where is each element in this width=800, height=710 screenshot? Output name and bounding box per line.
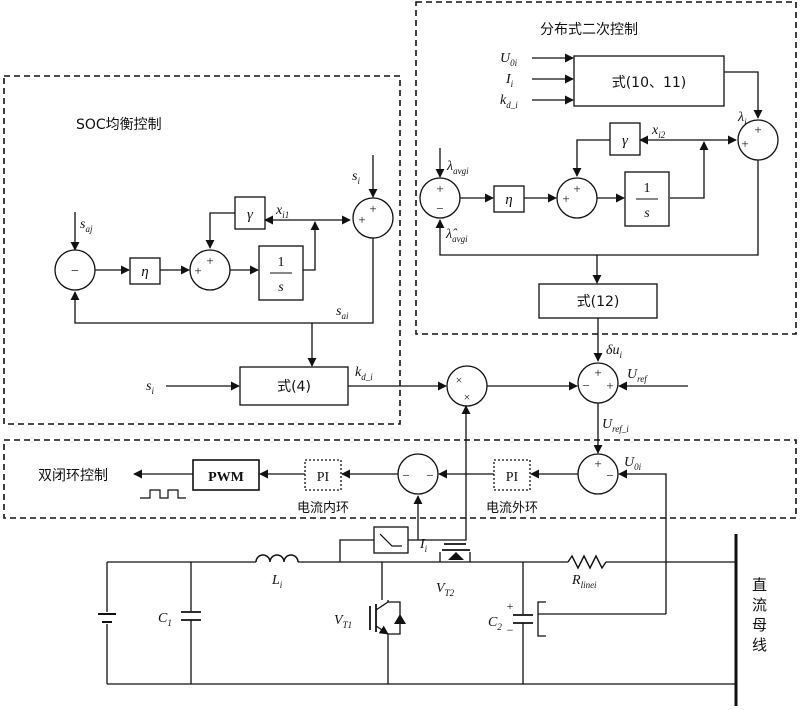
label-kdi: kd_i bbox=[500, 93, 518, 110]
dc-bus-label: 直 流 母 线 bbox=[752, 576, 767, 654]
label-Ii: Ii bbox=[505, 72, 514, 89]
transistor-vt2-icon bbox=[439, 543, 471, 563]
label-current-outer: 电流外环 bbox=[486, 501, 538, 516]
svg-text:−: − bbox=[507, 623, 514, 637]
block-eta-dist bbox=[493, 185, 525, 213]
distributed-control-title: 分布式二次控制 bbox=[540, 22, 638, 38]
svg-text:γ: γ bbox=[622, 133, 629, 149]
svg-text:+: + bbox=[573, 181, 580, 196]
pwm-waveform-icon bbox=[140, 489, 186, 499]
label-kdi-out: kd_i bbox=[355, 365, 373, 382]
label-I-i-sense: Ii bbox=[419, 537, 428, 554]
block-eta-soc bbox=[129, 257, 161, 285]
soc-balance-region bbox=[3, 75, 401, 425]
svg-text:+: + bbox=[507, 599, 514, 613]
distributed-control-region bbox=[415, 1, 797, 335]
svg-text:η: η bbox=[141, 264, 148, 280]
label-U-ref-i: Uref_i bbox=[602, 417, 629, 434]
svg-text:+: + bbox=[754, 122, 761, 137]
svg-text:+: + bbox=[358, 212, 365, 227]
label-xi1: xi1 bbox=[275, 203, 289, 220]
label-V-T1: VT1 bbox=[334, 613, 352, 630]
pi-inner-block bbox=[304, 459, 342, 491]
svg-text:线: 线 bbox=[752, 636, 767, 654]
dual-loop-title: 双闭环控制 bbox=[38, 468, 108, 484]
label-lambda-i: λi bbox=[737, 110, 747, 127]
svg-text:−: − bbox=[71, 264, 79, 279]
distributed-secondary-control: U0i Ii kd_i 式(10、11) λi + + γ xi2 + − λa… bbox=[419, 51, 779, 362]
block-eq4 bbox=[239, 366, 349, 406]
svg-text:+: + bbox=[594, 456, 601, 471]
label-lambda-hat-avgi: λ̂avgi bbox=[445, 227, 468, 244]
soc-balance-title: SOC均衡控制 bbox=[76, 117, 162, 133]
svg-text:−: − bbox=[402, 468, 409, 483]
svg-text:+: + bbox=[436, 181, 443, 196]
svg-text:+: + bbox=[206, 253, 213, 268]
label-lambda-avgi: λavgi bbox=[446, 159, 469, 176]
soc-balance-control: saj − η + + 1 s γ xi1 si + + sai bbox=[54, 155, 447, 406]
label-U0i-out: U0i bbox=[624, 455, 642, 472]
svg-text:流: 流 bbox=[752, 596, 767, 614]
svg-text:+: + bbox=[194, 263, 201, 278]
svg-text:PI: PI bbox=[506, 470, 519, 485]
svg-text:−: − bbox=[582, 378, 589, 393]
svg-text:PI: PI bbox=[317, 470, 330, 485]
svg-text:−: − bbox=[426, 468, 433, 483]
svg-text:+: + bbox=[369, 201, 376, 216]
svg-text:s: s bbox=[644, 206, 650, 221]
inductor-icon bbox=[255, 554, 299, 563]
label-V-T2: VT2 bbox=[436, 581, 455, 598]
label-U0i: U0i bbox=[500, 51, 518, 68]
block-eq12-label: 式(12) bbox=[577, 294, 620, 310]
svg-text:×: × bbox=[464, 390, 471, 404]
svg-text:γ: γ bbox=[247, 207, 254, 223]
svg-text:PWM: PWM bbox=[208, 470, 244, 485]
svg-text:+: + bbox=[594, 365, 601, 380]
label-s-i-left: si bbox=[146, 379, 154, 396]
dual-loop-control: + − U0i PI 电流外环 − − PI 电流内环 PWM bbox=[133, 405, 667, 614]
svg-text:直: 直 bbox=[752, 576, 767, 594]
resistor-icon bbox=[567, 554, 607, 570]
current-sensor-block bbox=[373, 526, 409, 554]
block-eq10-11-label: 式(10、11) bbox=[612, 75, 687, 91]
svg-text:×: × bbox=[456, 373, 463, 387]
svg-text:+: + bbox=[606, 378, 613, 393]
label-L-i: Li bbox=[271, 573, 283, 590]
label-xi2: xi2 bbox=[651, 123, 666, 140]
label-C-1: C1 bbox=[158, 611, 172, 628]
label-current-inner: 电流内环 bbox=[297, 500, 349, 516]
svg-text:+: + bbox=[741, 136, 748, 151]
svg-text:1: 1 bbox=[278, 255, 285, 270]
block-gamma-dist bbox=[609, 122, 641, 156]
block-eq10-11 bbox=[573, 55, 725, 107]
transistor-vt1-icon bbox=[369, 600, 406, 635]
svg-text:母: 母 bbox=[752, 616, 767, 634]
label-U-ref: Uref bbox=[627, 367, 648, 384]
svg-text:−: − bbox=[436, 201, 443, 216]
svg-text:1: 1 bbox=[644, 181, 651, 196]
label-s-i-top: si bbox=[352, 169, 360, 186]
reference-generation: × × + − + δui Uref Uref_i bbox=[446, 343, 688, 454]
svg-text:η: η bbox=[505, 192, 512, 208]
label-C-2: C2 bbox=[488, 615, 502, 632]
svg-text:s: s bbox=[278, 280, 284, 295]
dual-loop-region bbox=[3, 439, 797, 519]
svg-text:−: − bbox=[606, 468, 613, 483]
label-s-ai: sai bbox=[336, 304, 349, 321]
pi-outer-block bbox=[493, 459, 531, 491]
svg-text:+: + bbox=[562, 191, 569, 206]
label-R-line: Rlinei bbox=[571, 573, 597, 590]
label-delta-u: δui bbox=[606, 343, 623, 360]
label-s-aj: saj bbox=[80, 217, 93, 234]
pwm-block bbox=[192, 459, 260, 491]
power-circuit: Li Ii C1 VT1 bbox=[98, 526, 767, 706]
block-eq4-label: 式(4) bbox=[277, 379, 311, 395]
